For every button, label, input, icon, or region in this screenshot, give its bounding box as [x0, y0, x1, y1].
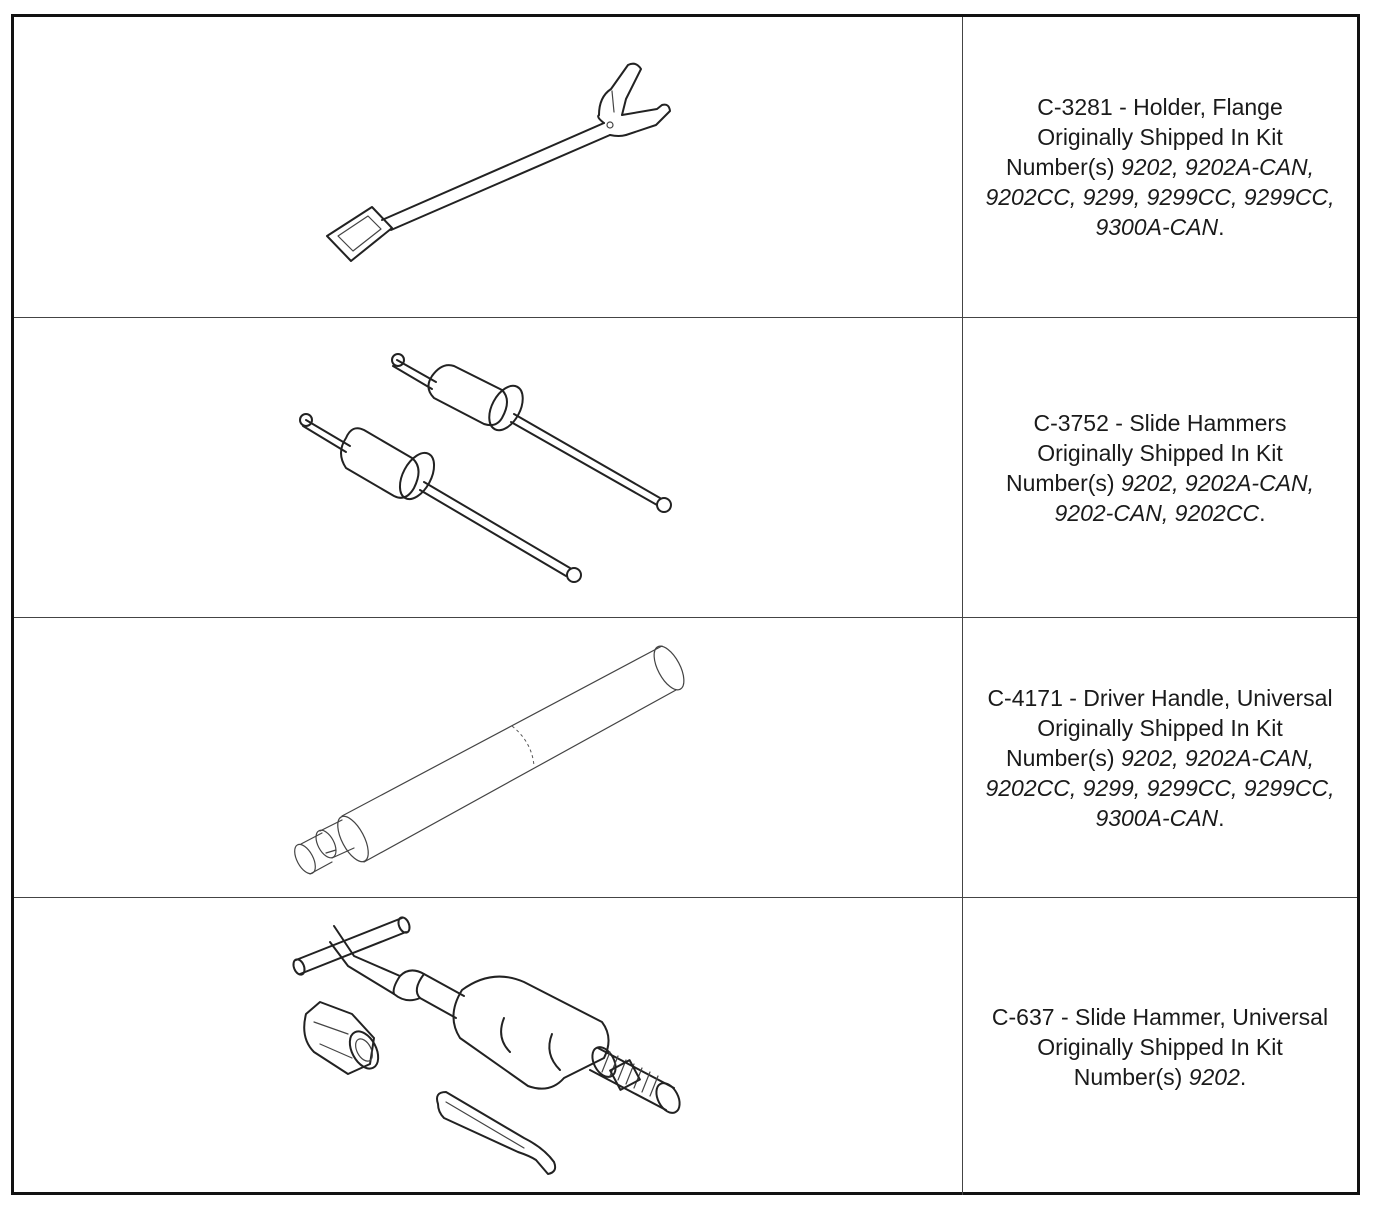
table-row: C-637 - Slide Hammer, Universal Original…	[14, 897, 1357, 1195]
kit-numbers: 9202, 9202A-CAN,	[1120, 469, 1315, 496]
tool-title: C-637 - Slide Hammer, Universal	[991, 1003, 1329, 1030]
kit-numbers: 9202CC, 9299, 9299CC, 9299CC,	[985, 774, 1335, 801]
period: .	[1218, 804, 1225, 831]
tool-description: C-3752 - Slide Hammers Originally Shippe…	[963, 318, 1357, 617]
tool-description: C-637 - Slide Hammer, Universal Original…	[963, 898, 1357, 1195]
kit-numbers-line: Number(s) 9202, 9202A-CAN,	[969, 468, 1351, 498]
kit-numbers-line: 9300A-CAN.	[969, 212, 1351, 242]
tool-illustration-cell	[14, 318, 963, 617]
numbers-label: Number(s)	[1073, 1063, 1183, 1090]
kit-numbers-line: 9202-CAN, 9202CC.	[969, 498, 1351, 528]
kit-numbers-line: Number(s) 9202, 9202A-CAN,	[969, 743, 1351, 773]
kit-numbers-line: 9300A-CAN.	[969, 803, 1351, 833]
period: .	[1259, 499, 1266, 526]
tool-table: C-3281 - Holder, Flange Originally Shipp…	[11, 14, 1360, 1195]
kit-numbers: 9300A-CAN	[1095, 804, 1219, 831]
kit-numbers: 9202CC, 9299, 9299CC, 9299CC,	[985, 184, 1335, 210]
shipped-note: Originally Shipped In Kit	[1037, 714, 1283, 741]
tool-description: C-4171 - Driver Handle, Universal Origin…	[963, 618, 1357, 897]
kit-numbers: 9202-CAN, 9202CC	[1054, 499, 1260, 526]
numbers-label: Number(s)	[1005, 744, 1115, 771]
shipped-note: Originally Shipped In Kit	[1037, 1033, 1283, 1060]
table-row: C-3752 - Slide Hammers Originally Shippe…	[14, 317, 1357, 617]
kit-numbers-line: Number(s) 9202.	[969, 1062, 1351, 1092]
numbers-label: Number(s)	[1005, 469, 1115, 496]
table-row: C-3281 - Holder, Flange Originally Shipp…	[14, 17, 1357, 317]
period: .	[1239, 1063, 1247, 1090]
kit-numbers: 9202, 9202A-CAN,	[1120, 744, 1315, 771]
shipped-note: Originally Shipped In Kit	[1037, 124, 1283, 150]
tool-title: C-4171 - Driver Handle, Universal	[987, 684, 1333, 711]
kit-numbers: 9300A-CAN	[1095, 214, 1219, 240]
slide-hammers-illustration	[299, 353, 672, 583]
shipped-note: Originally Shipped In Kit	[1037, 439, 1283, 466]
universal-slide-hammer-illustration	[292, 916, 681, 1175]
tool-title: C-3752 - Slide Hammers	[1033, 409, 1287, 436]
driver-handle-illustration	[294, 645, 685, 875]
kit-numbers: 9202	[1188, 1063, 1240, 1090]
tool-illustration-cell	[14, 898, 963, 1195]
period: .	[1218, 214, 1225, 240]
numbers-label: Number(s)	[1005, 154, 1115, 180]
kit-numbers-line: Number(s) 9202, 9202A-CAN,	[969, 152, 1351, 182]
tool-title: C-3281 - Holder, Flange	[1037, 94, 1283, 120]
table-row: C-4171 - Driver Handle, Universal Origin…	[14, 617, 1357, 897]
kit-numbers: 9202, 9202A-CAN,	[1120, 154, 1315, 180]
tool-description: C-3281 - Holder, Flange Originally Shipp…	[963, 17, 1357, 317]
flange-holder-illustration	[326, 62, 671, 262]
tool-illustration-cell	[14, 618, 963, 897]
tool-illustration-cell	[14, 17, 963, 317]
